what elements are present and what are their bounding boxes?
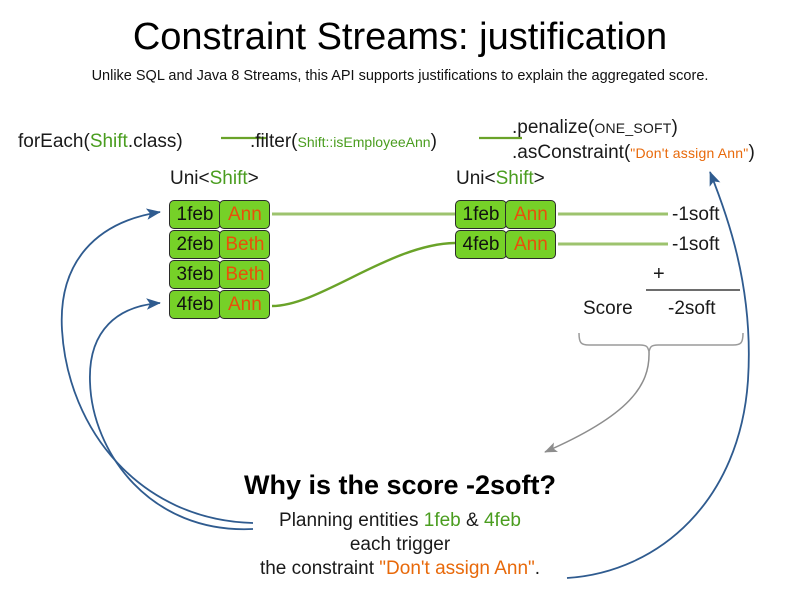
code-foreach-type: Shift [89,131,128,152]
shift-chip-employee: Ann [219,200,271,229]
uni-right-type: Shift [495,168,534,189]
code-penalize-prefix: .penalize( [512,117,595,138]
shift-chip-employee: Beth [219,230,271,259]
explanation-line-1: Planning entities 1feb & 4feb [0,509,800,533]
code-foreach: forEach(Shift.class) [18,131,183,153]
uni-right-suffix: > [533,168,545,189]
score-label: Score [583,298,633,319]
sum-operator: + [653,263,665,285]
uni-left-prefix: Uni< [170,168,210,189]
score-brace [578,332,744,353]
page-title: Constraint Streams: justification [132,16,668,58]
shift-chip[interactable]: 1feb Ann [455,200,557,229]
code-penalize: .penalize(ONE_SOFT) [512,117,678,139]
shift-chip[interactable]: 3feb Beth [169,260,271,289]
code-as-constraint: .asConstraint("Don't assign Ann") [512,142,755,164]
explanation-line3-prefix: the constraint [259,558,380,579]
shift-chip[interactable]: 4feb Ann [169,290,271,319]
stream-wire-4feb [271,241,456,308]
stream-left-rows: 1feb Ann 2feb Beth 3feb Beth 4feb Ann [169,200,271,319]
penalty-value-2: -1soft [672,234,720,255]
penalty-value-1: -1soft [672,204,720,225]
explanation-constraint-name: "Don't assign Ann" [379,558,535,579]
explanation-line-2: each trigger [349,534,451,555]
shift-chip-employee: Ann [505,200,557,229]
sum-rule-line [646,289,740,291]
shift-chip-date: 4feb [455,230,507,259]
code-filter: .filter(Shift::isEmployeeAnn) [250,131,437,153]
shift-chip-date: 1feb [169,200,221,229]
score-explanation-arrow [544,351,650,453]
shift-chip[interactable]: 2feb Beth [169,230,271,259]
shift-chip-date: 1feb [455,200,507,229]
shift-chip-date: 3feb [169,260,221,289]
uni-right-prefix: Uni< [456,168,496,189]
code-filter-method-ref: Shift::isEmployeeAnn [297,134,431,150]
code-foreach-prefix: forEach( [18,131,90,152]
code-as-constraint-suffix: ) [748,142,755,163]
code-as-constraint-prefix: .asConstraint( [512,142,631,163]
explanation-line1-prefix: Planning entities [279,510,424,531]
uni-left-type: Shift [209,168,248,189]
page-subtitle: Unlike SQL and Java 8 Streams, this API … [91,68,709,84]
shift-chip-employee: Beth [219,260,271,289]
code-as-constraint-arg: "Don't assign Ann" [630,145,749,161]
shift-chip-date: 4feb [169,290,221,319]
shift-chip[interactable]: 4feb Ann [455,230,557,259]
code-penalize-arg: ONE_SOFT [594,120,672,136]
explanation-line-3: the constraint "Don't assign Ann". [0,557,800,581]
explanation-line1-amp: & [460,510,484,531]
code-filter-prefix: .filter( [250,131,298,152]
score-total-value: -2soft [668,298,716,319]
uni-label-right: Uni<Shift> [456,168,545,190]
code-foreach-suffix: .class) [127,131,183,152]
explanation-heading: Why is the score -2soft? [243,470,557,500]
shift-chip-date: 2feb [169,230,221,259]
stream-right-rows: 1feb Ann 4feb Ann [455,200,557,259]
explanation-line3-suffix: . [534,558,541,579]
explanation-body: Planning entities 1feb & 4feb each trigg… [0,509,800,581]
shift-chip-employee: Ann [505,230,557,259]
explanation-entity-b: 4feb [483,510,521,531]
uni-label-left: Uni<Shift> [170,168,259,190]
shift-chip[interactable]: 1feb Ann [169,200,271,229]
code-penalize-suffix: ) [671,117,678,138]
uni-left-suffix: > [247,168,259,189]
explanation-entity-a: 1feb [423,510,461,531]
shift-chip-employee: Ann [219,290,271,319]
code-filter-suffix: ) [430,131,437,152]
